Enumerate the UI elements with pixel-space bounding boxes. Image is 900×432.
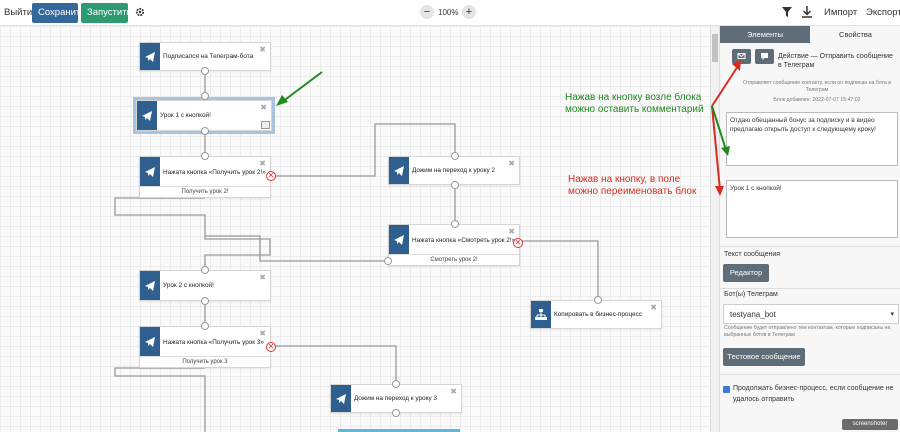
comment-icon-button[interactable] bbox=[755, 49, 774, 64]
telegram-icon bbox=[140, 271, 160, 300]
node-button-label: Получить урок 2! bbox=[140, 186, 270, 197]
node-title: Нажата кнопка «Получить урок 2!» bbox=[163, 169, 266, 176]
action-hint: Отправляет сообщение контакту, если он п… bbox=[742, 80, 892, 93]
no-click-port[interactable]: ✕ bbox=[266, 342, 276, 352]
tab-properties[interactable]: Свойства bbox=[810, 26, 900, 43]
node-port[interactable] bbox=[201, 67, 209, 75]
node-button-label: Получить урок 3 bbox=[140, 356, 270, 367]
node-port[interactable] bbox=[201, 127, 209, 135]
import-button[interactable]: Импорт bbox=[824, 7, 858, 18]
node-port[interactable] bbox=[201, 152, 209, 160]
bots-label: Бот(ы) Телеграм bbox=[724, 291, 778, 298]
close-icon[interactable]: ✖ bbox=[259, 45, 266, 54]
zoom-in-button[interactable]: + bbox=[462, 5, 476, 19]
node-port[interactable] bbox=[451, 152, 459, 160]
node-port[interactable] bbox=[201, 266, 209, 274]
telegram-icon bbox=[140, 43, 160, 70]
flow-node-button-lesson2[interactable]: Нажата кнопка «Получить урок 2!» ✖ Получ… bbox=[139, 156, 271, 198]
telegram-icon bbox=[137, 101, 157, 130]
annotation-arrow bbox=[276, 71, 323, 106]
tab-elements[interactable]: Элементы bbox=[720, 26, 810, 43]
node-port[interactable] bbox=[392, 409, 400, 417]
node-title: Нажата кнопка «Получить урок 3» bbox=[163, 339, 264, 346]
exit-button[interactable]: Выйти bbox=[4, 7, 33, 18]
node-title: Дожим на переход к уроку 3 bbox=[354, 395, 437, 402]
next-node-edge bbox=[338, 429, 460, 432]
editor-button[interactable]: Редактор bbox=[723, 264, 769, 282]
flow-node-subscribed[interactable]: Подписался на Телеграм-бота ✖ bbox=[139, 42, 271, 71]
download-icon[interactable] bbox=[802, 6, 812, 21]
annotation-rename-hint: Нажав на кнопку, в поле можно переименов… bbox=[568, 174, 697, 197]
node-port[interactable] bbox=[451, 220, 459, 228]
close-icon[interactable]: ✖ bbox=[508, 227, 515, 236]
node-title: Копировать в бизнес-процесс bbox=[554, 311, 643, 318]
telegram-icon bbox=[389, 157, 409, 184]
comment-textarea[interactable]: Отдаю обещанный бонус за подписку и в ви… bbox=[726, 112, 898, 166]
close-icon[interactable]: ✖ bbox=[259, 159, 266, 168]
properties-panel: Элементы Свойства Действие — Отправить с… bbox=[719, 26, 900, 432]
bot-select[interactable]: testyana_bot ▾ bbox=[723, 304, 899, 324]
telegram-icon bbox=[140, 157, 160, 186]
export-button[interactable]: Экспорт bbox=[866, 7, 900, 18]
watermark: screenshoter bbox=[842, 419, 898, 430]
block-name-textarea[interactable]: Урок 1 с кнопкой! bbox=[726, 180, 898, 238]
continue-label: Продолжать бизнес-процесс, если сообщени… bbox=[733, 385, 894, 403]
continue-checkbox[interactable] bbox=[723, 386, 730, 393]
close-icon[interactable]: ✖ bbox=[450, 387, 457, 396]
flow-node-button-lesson3[interactable]: Нажата кнопка «Получить урок 3» ✖ Получи… bbox=[139, 326, 271, 368]
close-icon[interactable]: ✖ bbox=[508, 159, 515, 168]
node-title: Урок 2 с кнопкой! bbox=[163, 282, 214, 289]
close-icon[interactable]: ✖ bbox=[650, 303, 657, 312]
flow-canvas[interactable]: Подписался на Телеграм-бота ✖ Урок 1 с к… bbox=[0, 26, 710, 432]
canvas-scrollbar[interactable] bbox=[710, 26, 719, 432]
node-port[interactable] bbox=[392, 380, 400, 388]
hierarchy-icon bbox=[531, 301, 551, 328]
telegram-icon bbox=[331, 385, 351, 412]
filter-icon[interactable] bbox=[782, 7, 792, 20]
action-title: Действие — Отправить сообщение в Телегра… bbox=[778, 53, 893, 69]
node-title: Урок 1 с кнопкой! bbox=[160, 112, 211, 119]
telegram-icon bbox=[389, 225, 409, 254]
telegram-icon bbox=[140, 327, 160, 356]
node-title: Дожим на переход к уроку 2 bbox=[412, 167, 495, 174]
annotation-comment-hint: Нажав на кнопку возле блока можно остави… bbox=[565, 92, 704, 115]
node-port[interactable] bbox=[451, 181, 459, 189]
zoom-out-button[interactable]: − bbox=[420, 5, 434, 19]
close-icon[interactable]: ✖ bbox=[260, 103, 267, 112]
flow-node-button-watch2[interactable]: Нажата кнопка «Смотреть урок 2!» ✖ Смотр… bbox=[388, 224, 520, 266]
gear-icon[interactable] bbox=[134, 6, 146, 21]
node-port[interactable] bbox=[201, 297, 209, 305]
close-icon[interactable]: ✖ bbox=[259, 329, 266, 338]
block-added-date: Блок добавлен: 2022-07-07 15:47:02 bbox=[773, 97, 861, 103]
chevron-down-icon: ▾ bbox=[890, 311, 894, 318]
node-title: Нажата кнопка «Смотреть урок 2!» bbox=[412, 237, 516, 244]
flow-node-copy-process[interactable]: Копировать в бизнес-процесс ✖ bbox=[530, 300, 662, 329]
node-port[interactable] bbox=[201, 322, 209, 330]
message-label: Текст сообщения bbox=[724, 251, 781, 258]
node-button-label: Смотреть урок 2! bbox=[389, 254, 519, 265]
email-icon-button[interactable] bbox=[732, 49, 751, 64]
connection-lines bbox=[114, 71, 599, 432]
comment-icon[interactable] bbox=[261, 121, 270, 129]
save-button[interactable]: Сохранить bbox=[32, 3, 85, 23]
zoom-level: 100% bbox=[438, 8, 459, 17]
bot-select-value: testyana_bot bbox=[730, 310, 776, 319]
top-toolbar: Выйти Сохранить Запустить − 100% + Импор… bbox=[0, 0, 900, 26]
run-button[interactable]: Запустить bbox=[81, 3, 132, 23]
no-click-port[interactable]: ✕ bbox=[266, 171, 276, 181]
node-port[interactable] bbox=[201, 92, 209, 100]
test-message-button[interactable]: Тестовое сообщение bbox=[723, 348, 805, 366]
node-title: Подписался на Телеграм-бота bbox=[163, 53, 254, 60]
node-port[interactable] bbox=[384, 257, 392, 265]
no-click-port[interactable]: ✕ bbox=[513, 238, 523, 248]
node-port[interactable] bbox=[594, 296, 602, 304]
annotation-arrows bbox=[711, 60, 741, 196]
close-icon[interactable]: ✖ bbox=[259, 273, 266, 282]
bots-hint: Сообщение будет отправлено тем контактам… bbox=[724, 325, 891, 338]
